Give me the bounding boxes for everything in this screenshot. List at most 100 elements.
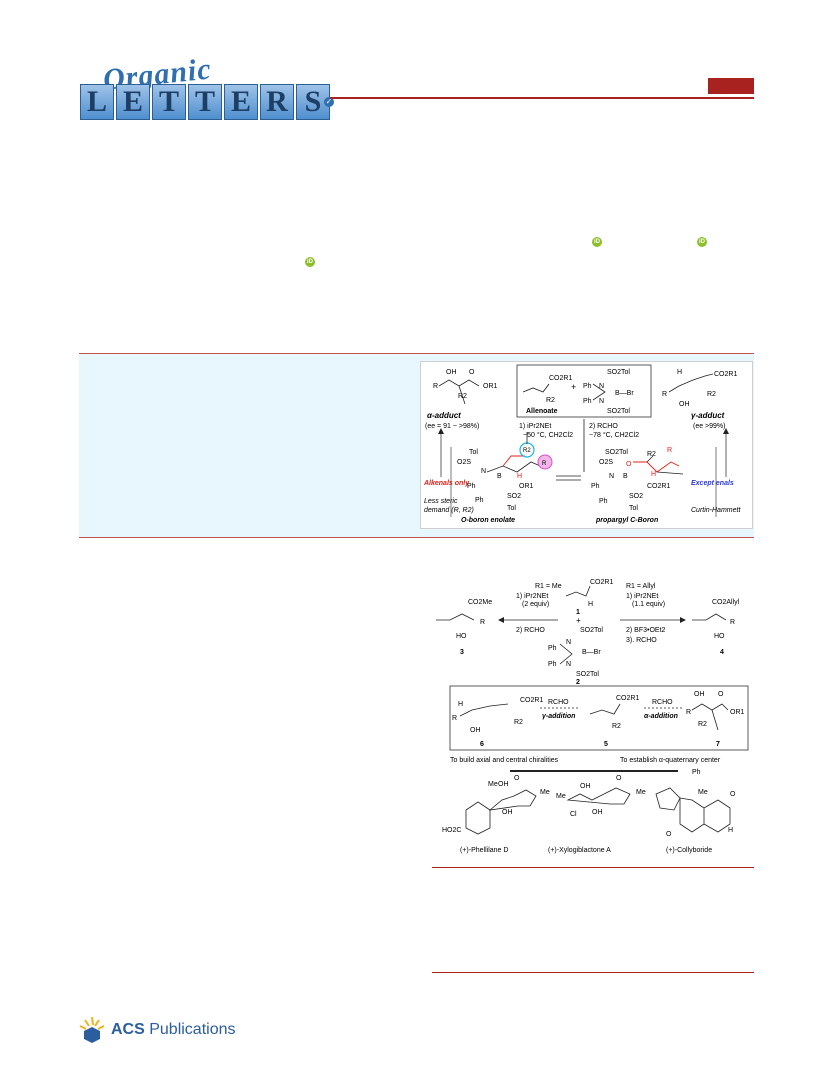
gamma-co2r1: CO2R1 [714, 371, 737, 378]
h-right: H [651, 471, 656, 478]
cpd2-n1: N [566, 639, 571, 646]
scheme-stroke [655, 787, 681, 811]
acs-publications-logo[interactable]: ACS Publications [77, 1017, 236, 1043]
cpd2-label: 2 [576, 679, 580, 686]
cpd7-o: O [718, 691, 724, 698]
np1-ho2c: HO2C [442, 827, 461, 834]
allenoate-box [516, 364, 652, 418]
scheme-stroke [565, 585, 591, 597]
right-step2: 2) BF3•OEt2 [626, 627, 666, 634]
gamma-r2: R2 [707, 391, 716, 398]
gamma-r: R [662, 391, 667, 398]
cpd2-ph1: Ph [548, 645, 557, 652]
ph-left2: Ph [475, 497, 484, 504]
np3-h: H [728, 827, 733, 834]
np3-o1: O [730, 791, 736, 798]
curtin-hammett: Curtin-Hammett [691, 507, 741, 514]
cpd6-label: 6 [480, 741, 484, 748]
scheme-stroke [723, 428, 729, 434]
cpd4-ho: HO [714, 633, 725, 640]
np2-name: (+)-Xylogiblactone A [548, 847, 611, 854]
br-ph1: Ph [583, 383, 592, 390]
np3-o2: O [666, 831, 672, 838]
cpd6-co2r1: CO2R1 [520, 697, 543, 704]
demand: demand (R, R2) [424, 507, 474, 514]
r1-allyl: R1 = Allyl [626, 583, 656, 590]
o2s: O2S [457, 459, 471, 466]
np3-ph: Ph [692, 769, 701, 776]
cpd4-label: 4 [720, 649, 724, 656]
cpd7-or1: OR1 [730, 709, 745, 716]
allenoate-bond [522, 383, 550, 393]
column-rule [432, 972, 754, 973]
alpha-or1: OR1 [483, 383, 498, 390]
step1b: −50 °C, CH2Cl2 [523, 431, 573, 439]
logo-letter: T [152, 84, 186, 120]
scheme-stroke [458, 385, 466, 405]
except-enals: Except enals [691, 480, 734, 487]
ph-right2: Ph [599, 498, 608, 505]
r1-me: R1 = Me [535, 583, 562, 590]
alpha-o: O [469, 369, 475, 376]
scheme-stroke [633, 461, 680, 473]
scheme-stroke [486, 461, 546, 473]
n-right: N [609, 473, 614, 480]
scheme-stroke [502, 455, 525, 467]
r-right: R [667, 447, 672, 454]
logo-letter: E [224, 84, 258, 120]
np2-me2: Me [636, 789, 646, 796]
cpd6-h: H [458, 701, 463, 708]
right-step1: 1) iPr2NEt [626, 593, 658, 600]
cpd2-top: SO2Tol [580, 627, 603, 634]
b-right: B [623, 473, 628, 480]
cpd3-co2me: CO2Me [468, 599, 492, 606]
np1-name: (+)-Phellilane D [460, 847, 508, 854]
orcid-icon[interactable]: iD [305, 257, 315, 267]
r2-cyan: R2 [523, 448, 531, 454]
scheme-stroke [691, 703, 729, 711]
cpd6-r: R [452, 715, 457, 722]
br-top: SO2Tol [607, 369, 630, 376]
scheme-stroke [566, 787, 631, 805]
mid-box [449, 685, 749, 751]
br-n1: N [599, 383, 604, 390]
np2-oh2: OH [592, 809, 603, 816]
scheme-stroke [679, 797, 731, 833]
logo-letter: L [80, 84, 114, 120]
np2-cl: Cl [570, 811, 577, 818]
orcid-icon[interactable]: iD [697, 237, 707, 247]
toc-scheme-svg: CO2R1 R2 + Allenoate SO2Tol Ph N B—Br Ph… [423, 364, 741, 524]
alpha-adduct-label: α-adduct [427, 411, 461, 420]
logo-letter: T [188, 84, 222, 120]
o-right: O [626, 461, 632, 468]
scheme-stroke [668, 373, 714, 393]
np1-o: O [514, 775, 520, 782]
r2-right: R2 [647, 451, 656, 458]
gamma-oh: OH [679, 401, 690, 408]
scheme-stroke [459, 703, 509, 717]
cpd6-r2: R2 [514, 719, 523, 726]
so2-left: SO2 [507, 493, 521, 500]
scheme-figure: R1 = Me R1 = Allyl CO2R1 H 1 + SO2Tol N … [430, 574, 752, 860]
caption-right: To establish α-quaternary center [620, 757, 721, 764]
so2tol-right: SO2Tol [605, 449, 628, 456]
cpd3-label: 3 [460, 649, 464, 656]
left-step2: 2) RCHO [516, 627, 545, 634]
cpd1-ester: CO2R1 [590, 579, 613, 586]
np2-me: Me [556, 793, 566, 800]
h-left: H [517, 473, 522, 480]
np1-me: Me [488, 781, 498, 788]
br-n2: N [599, 398, 604, 405]
scheme-stroke [592, 383, 606, 401]
reagent-r2: R2 [546, 397, 555, 404]
journal-logo-letters: L E T T E R S [80, 84, 330, 120]
plus-sign: + [571, 382, 576, 392]
tol-right: Tol [629, 505, 638, 512]
orcid-icon[interactable]: iD [592, 237, 602, 247]
scheme-stroke [680, 617, 686, 623]
header-rule [330, 97, 754, 99]
cpd6-oh: OH [470, 727, 481, 734]
cpd5-label: 5 [604, 741, 608, 748]
gamma-ee: (ee >99%) [693, 423, 726, 430]
step2: 2) RCHO [589, 423, 618, 430]
